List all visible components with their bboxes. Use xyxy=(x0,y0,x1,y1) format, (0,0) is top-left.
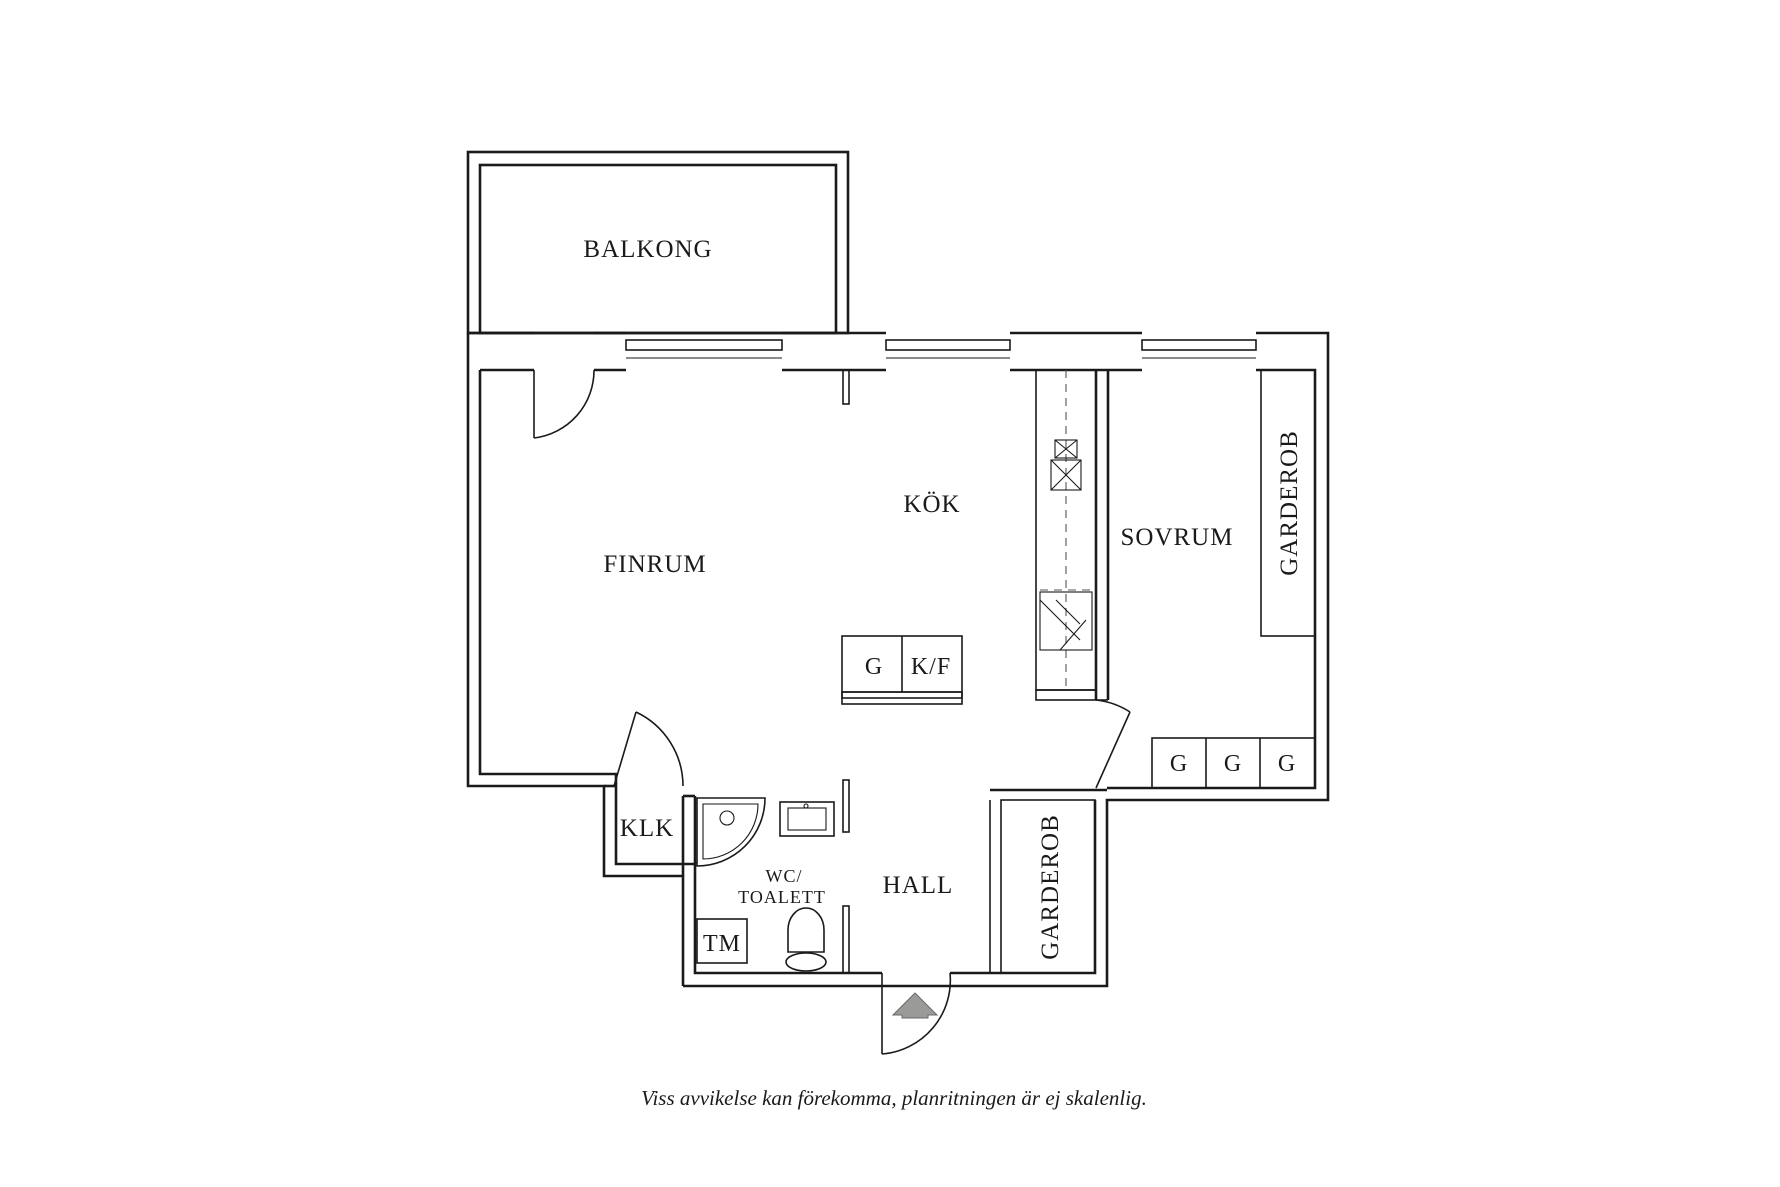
room-label-hall: HALL xyxy=(883,872,954,899)
wc-fixtures xyxy=(696,797,835,972)
disclaimer-caption: Viss avvikelse kan förekomma, planritnin… xyxy=(641,1086,1147,1110)
fixture-label-kitchen-g: G xyxy=(865,654,883,680)
bedroom-door xyxy=(1095,699,1131,789)
room-label-wc-line2: TOALETT xyxy=(738,887,826,907)
room-label-garderob-bedroom: GARDEROB xyxy=(1276,430,1303,576)
fixture-label-tm: TM xyxy=(703,931,741,957)
room-label-finrum: FINRUM xyxy=(603,551,706,578)
balcony xyxy=(466,150,850,335)
room-label-wc-line1: WC/ xyxy=(766,866,803,886)
klk-door xyxy=(613,711,684,787)
fixture-label-bedroom-g1: G xyxy=(1170,751,1188,777)
fixture-label-bedroom-g2: G xyxy=(1224,751,1242,777)
fixture-label-bedroom-g3: G xyxy=(1278,751,1296,777)
balcony-door xyxy=(533,369,595,439)
kitchen-counter-fixtures xyxy=(1039,370,1093,690)
room-label-kok: KÖK xyxy=(903,491,960,518)
room-label-sovrum: SOVRUM xyxy=(1121,524,1234,551)
interior-walls xyxy=(604,369,1316,974)
room-label-garderob-hall: GARDEROB xyxy=(1037,814,1064,960)
entrance-arrow-icon xyxy=(891,992,939,1019)
room-label-klk: KLK xyxy=(620,815,674,842)
room-label-balkong: BALKONG xyxy=(583,236,712,263)
entrance-door xyxy=(881,972,952,1055)
fixture-label-kitchen-kf: K/F xyxy=(911,654,951,680)
